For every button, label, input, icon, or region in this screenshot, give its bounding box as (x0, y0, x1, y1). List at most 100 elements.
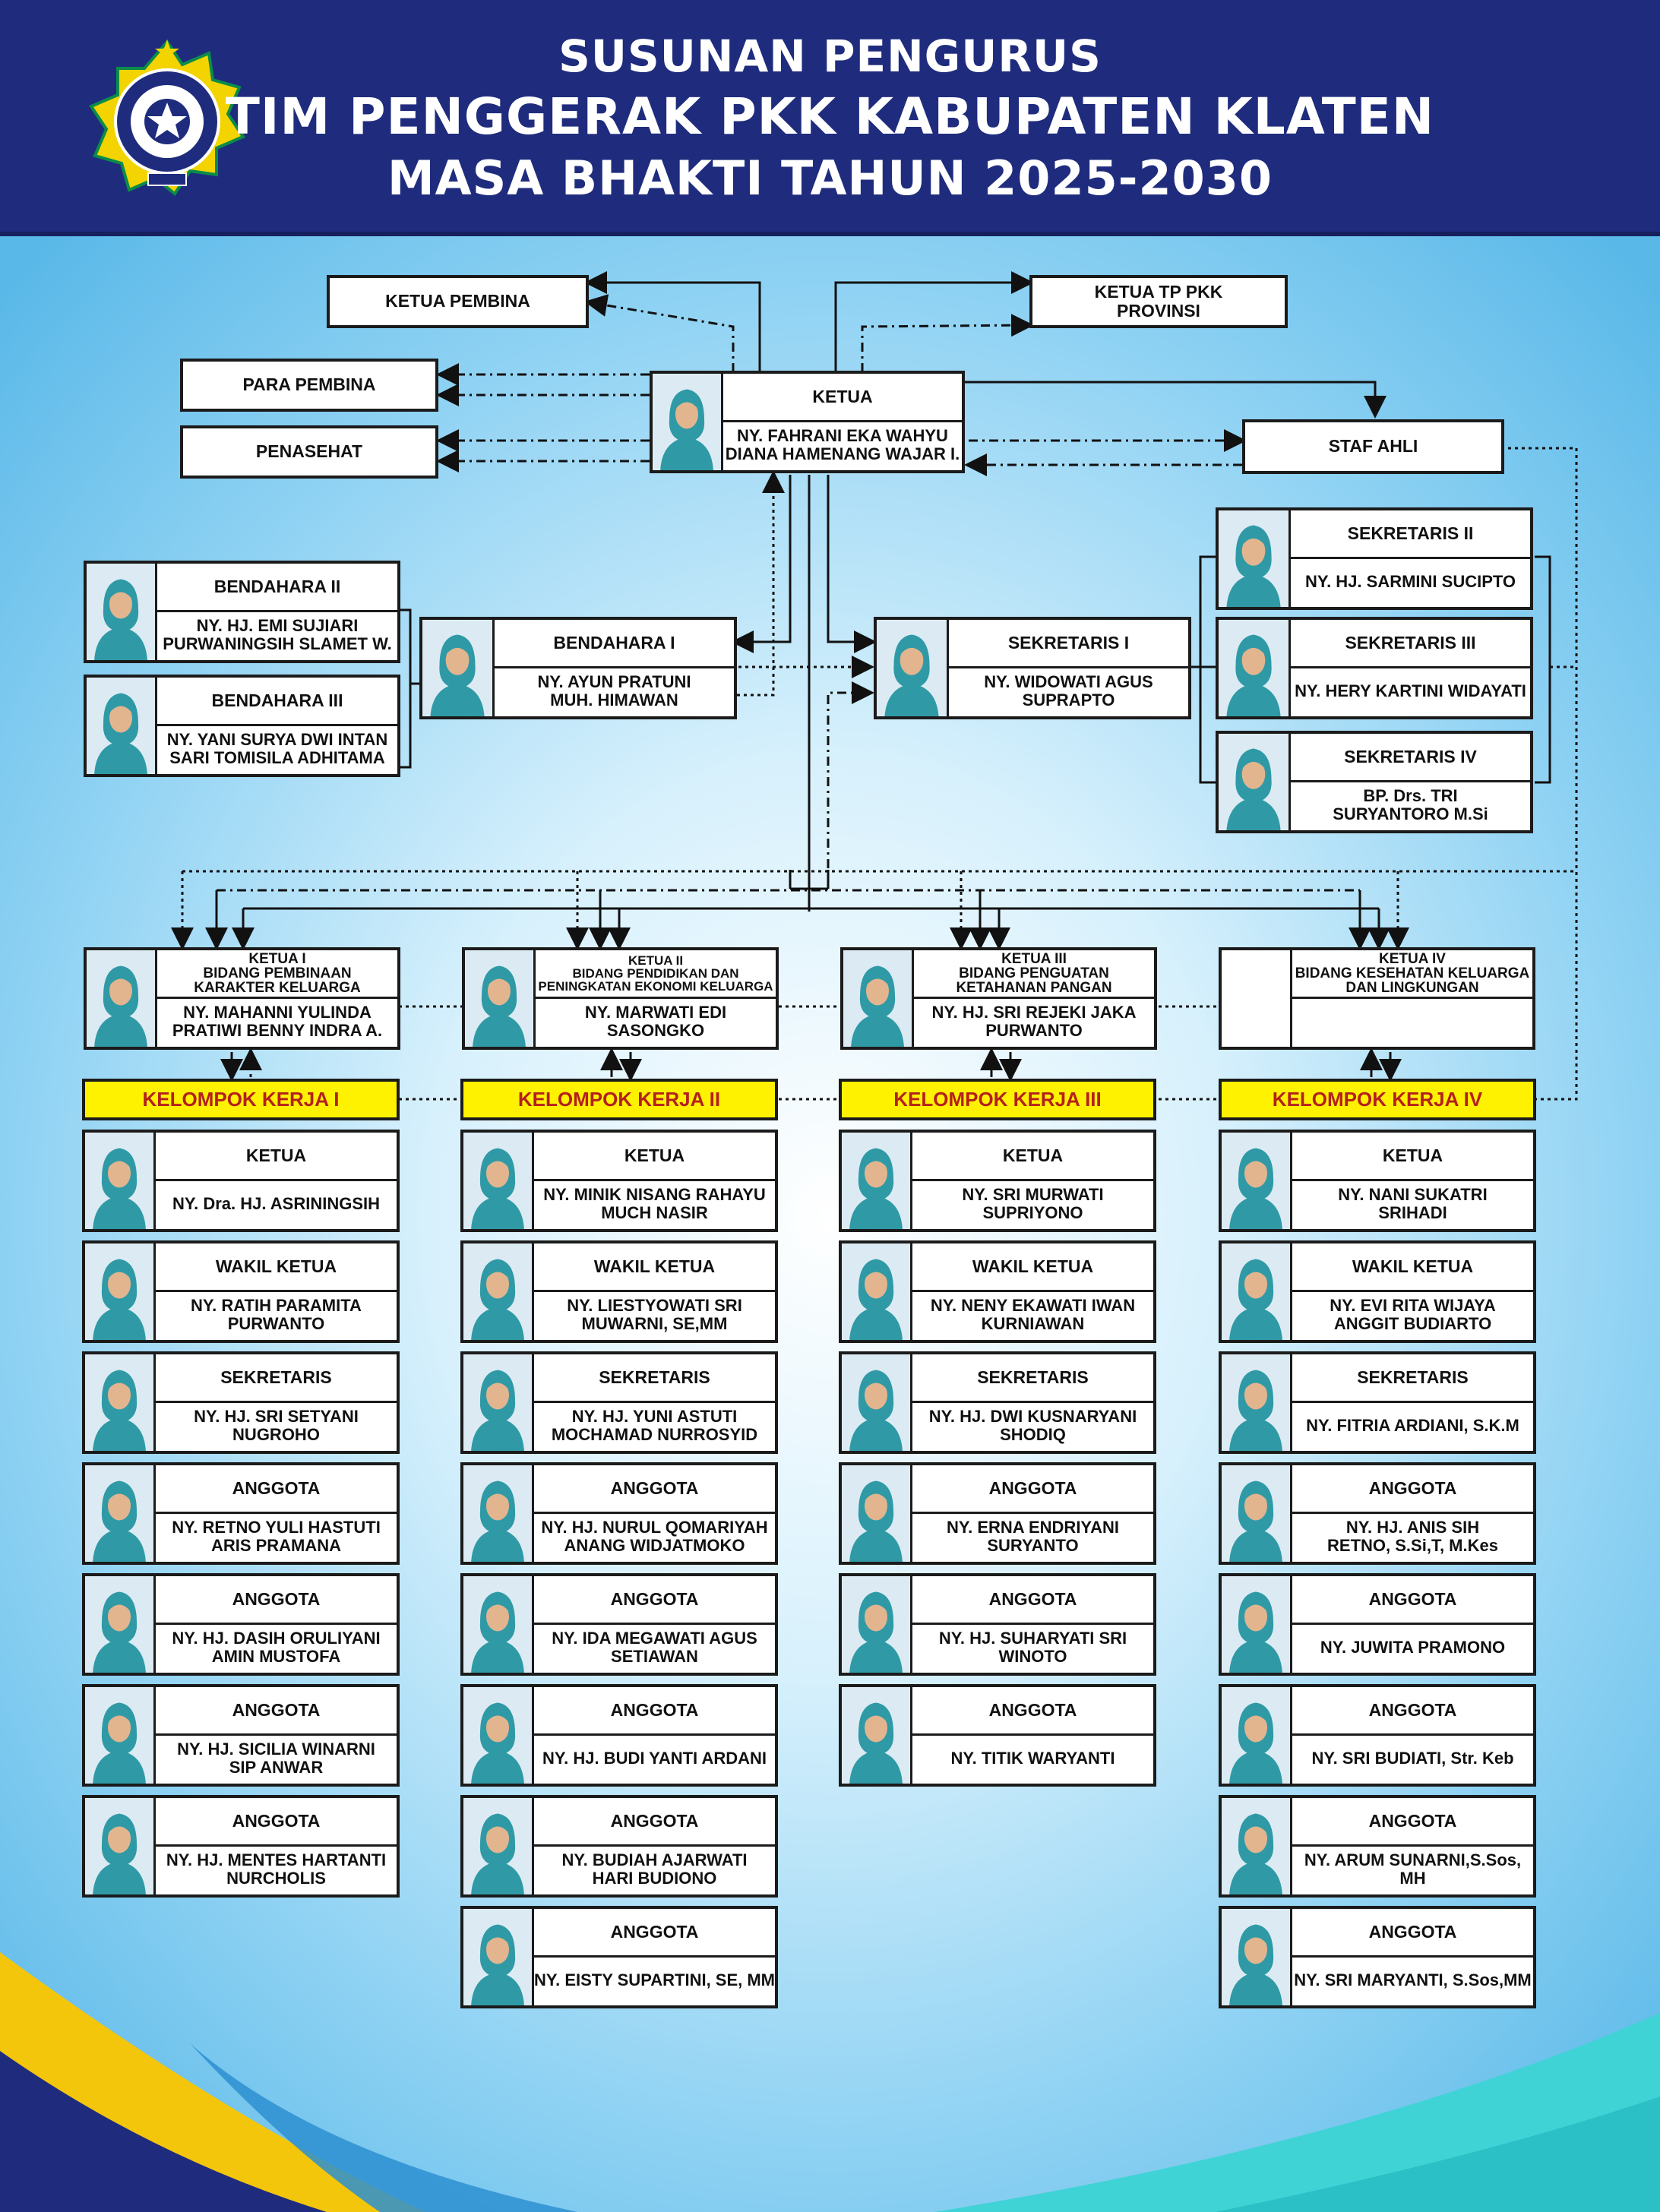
member-name: NY. RATIH PARAMITA PURWANTO (191, 1295, 362, 1333)
person-photo-icon (463, 1354, 532, 1451)
member-role: ANGGOTA (1292, 1909, 1533, 1958)
person-photo-icon (463, 1133, 532, 1229)
member-photo (842, 1687, 912, 1784)
member-name: NY. EVI RITA WIJAYA ANGGIT BUDIARTO (1330, 1295, 1496, 1333)
sekretaris-iii-role: SEKRETARIS III (1291, 620, 1530, 668)
ketua-bidang-ii-role: KETUA II BIDANG PENDIDIKAN DAN PENINGKAT… (536, 950, 776, 999)
person-photo-icon (463, 1798, 532, 1894)
person-photo-icon (85, 1133, 153, 1229)
member-name: NY. FITRIA ARDIANI, S.K.M (1306, 1415, 1519, 1435)
member-photo (85, 1243, 156, 1340)
member-role: KETUA (912, 1133, 1153, 1181)
member-name: NY. BUDIAH AJARWATI HARI BUDIONO (561, 1850, 748, 1888)
ketua-card: KETUA NY. FAHRANI EKA WAHYU DIANA HAMENA… (650, 371, 965, 473)
member-role: SEKRETARIS (534, 1354, 775, 1403)
person-photo-icon (463, 1576, 532, 1673)
ketua-bidang-iv-photo-placeholder (1222, 950, 1292, 1047)
member-role: KETUA (156, 1133, 397, 1181)
member-role: WAKIL KETUA (156, 1243, 397, 1292)
bendahara-iii-role: BENDAHARA III (157, 678, 397, 726)
member-role: KETUA (1292, 1133, 1533, 1181)
member-role: WAKIL KETUA (534, 1243, 775, 1292)
member-role: ANGGOTA (912, 1465, 1153, 1514)
member-name: NY. HJ. SICILIA WINARNI SIP ANWAR (177, 1739, 375, 1777)
member-name: NY. Dra. HJ. ASRININGSIH (172, 1193, 381, 1213)
member-photo (842, 1576, 912, 1673)
sekretaris-ii-card: SEKRETARIS II NY. HJ. SARMINI SUCIPTO (1216, 507, 1533, 610)
member-role: ANGGOTA (1292, 1687, 1533, 1736)
person-photo-icon (87, 678, 155, 774)
member-photo (1222, 1798, 1292, 1894)
member-name: NY. HJ. ANIS SIH RETNO, S.Si,T, M.Kes (1327, 1517, 1498, 1555)
ketua-bidang-iii-role: KETUA III BIDANG PENGUATAN KETAHANAN PAN… (914, 950, 1154, 999)
member-photo (842, 1133, 912, 1229)
person-photo-icon (463, 1243, 532, 1340)
ketua-bidang-i-name: NY. MAHANNI YULINDA PRATIWI BENNY INDRA … (172, 1002, 383, 1040)
member-role: SEKRETARIS (1292, 1354, 1533, 1403)
member-name: NY. HJ. DASIH ORULIYANI AMIN MUSTOFA (172, 1628, 381, 1666)
person-photo-icon (842, 1576, 910, 1673)
person-photo-icon (1222, 1465, 1290, 1562)
sekretaris-iv-photo (1219, 734, 1291, 830)
bendahara-iii-name: NY. YANI SURYA DWI INTAN SARI TOMISILA A… (166, 729, 388, 767)
pokja-1-title: KELOMPOK KERJA I (82, 1079, 400, 1120)
member-name: NY. TITIK WARYANTI (950, 1748, 1115, 1768)
bendahara-ii-role: BENDAHARA II (157, 564, 397, 612)
member-role: ANGGOTA (156, 1798, 397, 1847)
member-name: NY. NENY EKAWATI IWAN KURNIAWAN (930, 1295, 1136, 1333)
member-photo (463, 1465, 534, 1562)
person-photo-icon (653, 374, 721, 470)
member-role: ANGGOTA (534, 1909, 775, 1958)
title-line-1: SUSUNAN PENGURUS (558, 30, 1102, 82)
ketua-bidang-ii-photo (465, 950, 536, 1047)
person-photo-icon (463, 1687, 532, 1784)
member-name: NY. NANI SUKATRI SRIHADI (1338, 1184, 1488, 1222)
ketua-bidang-ii-name: NY. MARWATI EDI SASONGKO (584, 1002, 727, 1040)
bendahara-ii-name: NY. HJ. EMI SUJIARI PURWANINGSIH SLAMET … (163, 615, 392, 653)
person-photo-icon (85, 1687, 153, 1784)
member-photo (463, 1798, 534, 1894)
ketua-name: NY. FAHRANI EKA WAHYU DIANA HAMENANG WAJ… (725, 425, 960, 463)
person-photo-icon (422, 620, 492, 716)
header-banner: SUSUNAN PENGURUS TIM PENGGERAK PKK KABUP… (0, 0, 1660, 236)
pokja-3-title: KELOMPOK KERJA III (839, 1079, 1156, 1120)
person-photo-icon (1222, 1354, 1290, 1451)
member-name: NY. HJ. DWI KUSNARYANI SHODIQ (928, 1406, 1137, 1444)
person-photo-icon (1219, 510, 1288, 607)
member-photo (1222, 1243, 1292, 1340)
title-line-2: TIM PENGGERAK PKK KABUPATEN KLATEN (225, 87, 1435, 146)
member-name: NY. HJ. SRI SETYANI NUGROHO (194, 1406, 359, 1444)
person-photo-icon (842, 1243, 910, 1340)
member-photo (463, 1243, 534, 1340)
member-role: ANGGOTA (534, 1465, 775, 1514)
person-photo-icon (1222, 1687, 1290, 1784)
member-photo (85, 1354, 156, 1451)
member-role: KETUA (534, 1133, 775, 1181)
member-photo (1222, 1465, 1292, 1562)
member-photo (85, 1798, 156, 1894)
member-photo (85, 1465, 156, 1562)
ketua-bidang-iii-photo (843, 950, 914, 1047)
member-photo (463, 1133, 534, 1229)
member-role: ANGGOTA (534, 1576, 775, 1625)
person-photo-icon (842, 1354, 910, 1451)
member-photo (463, 1687, 534, 1784)
staf-ahli-box: STAF AHLI (1242, 419, 1504, 474)
bendahara-i-card: BENDAHARA I NY. AYUN PRATUNI MUH. HIMAWA… (419, 617, 737, 719)
pokja-4-member-card: SEKRETARIS NY. FITRIA ARDIANI, S.K.M (1219, 1351, 1536, 1454)
member-name: NY. HJ. MENTES HARTANTI NURCHOLIS (166, 1850, 387, 1888)
